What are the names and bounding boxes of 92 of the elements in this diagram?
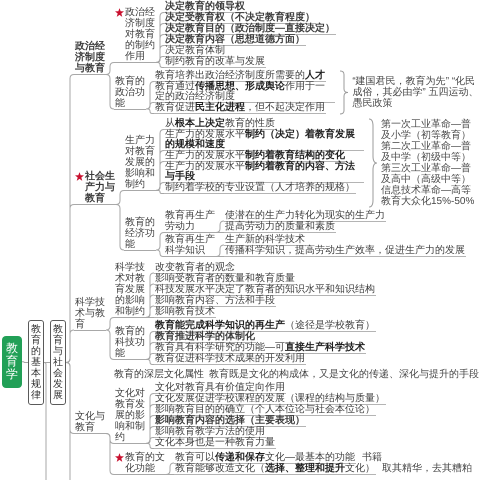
topic: 政治经济制度与教育 [74, 41, 106, 75]
leaf-topic: 文化对教育具有价值定向作用 [154, 383, 286, 394]
connector-line [156, 56, 164, 63]
leaf-topic: 影响教育教学方法的使用 [154, 427, 266, 438]
topic: 生产力对教育发展的影响和制约 [124, 135, 156, 191]
topic-text: 政治经济制度对教育的制约作用 [125, 7, 155, 62]
leaf-topic: 教育通过传播思想、形成舆论作用于一定的政治经济制度 [154, 82, 336, 103]
leaf-topic: 决定教育体制 [164, 46, 226, 57]
connector-line [216, 232, 224, 233]
leaf-topic: 教育推进科学的体制化 [154, 332, 256, 343]
connector-line [66, 362, 70, 480]
leaf-topic: 制约着学校的专业设置（人才培养的规格） [164, 183, 356, 194]
leaf-topic: 教育可以传递和保存文化—最基本的功能 [174, 452, 356, 464]
connector-line [166, 462, 174, 475]
leaf-topic: 科技发展水平决定了教育者的知识水平和知识结构 [154, 284, 376, 296]
topic [114, 7, 156, 63]
note-text: 第三次工业革命—普及高中（高级中等） [381, 163, 472, 185]
side-note: 书籍 [362, 453, 382, 463]
connector-line [146, 353, 154, 360]
leaf-topic: 影响教育内容的选择（主要表现） [154, 416, 306, 427]
leaf-topic: 生产力的发展水平制约着教育的内容、方法与手段 [164, 162, 364, 183]
note-text: 第二次工业革命—普及中学（初级中等） [381, 141, 472, 163]
connector-line [106, 317, 114, 330]
leaf-topic: 教育具有科学研究的功能—可直接生产科学技术 [154, 343, 366, 354]
topic: 教育再生产劳动力 [164, 210, 216, 233]
connector-line [22, 361, 28, 363]
connector-line [106, 330, 114, 360]
topic-box: 教育与社会发展 [50, 320, 66, 405]
topic: 教育再生产科学知识 [164, 234, 216, 257]
topic [74, 171, 116, 205]
connector-line [106, 433, 114, 475]
connector-line [146, 443, 154, 449]
topic-box: 教育的基本规律 [28, 320, 44, 405]
topic: 科学技术与教育 [74, 296, 106, 330]
leaf-topic: 文化发展促进学校课程的发展（课程的结构与质量） [154, 394, 386, 405]
note-text: 第一次工业革命—普及小学（初等教育） [381, 119, 472, 141]
connector-line [166, 474, 174, 475]
connector-line [146, 342, 154, 360]
leaf-topic: 改变教育者的观念 [154, 262, 236, 274]
connector-line [156, 250, 164, 257]
topic [114, 452, 166, 475]
connector-line [146, 437, 154, 444]
leaf-topic: 生产新的科学技术 [224, 234, 306, 246]
connector-line [106, 62, 114, 75]
topic: 文化与教育 [74, 411, 106, 434]
connector-line [156, 45, 164, 63]
connector-line [216, 256, 224, 257]
leaf-topic: 教育能够改造文化（选择、整理和提升文化） [174, 464, 376, 474]
connector-line [146, 108, 154, 114]
connector-line [156, 62, 164, 68]
side-note: 取其精华，去其糟粕 [382, 464, 472, 474]
connector-line [66, 330, 74, 363]
connector-line [146, 426, 154, 444]
leaf-topic: 提高劳动力的质量和素质 [224, 222, 336, 232]
topic: 文化对教育发展的影响和制约 [114, 388, 146, 444]
leaf-topic: 使潜在的生产力转化为现实的生产力 [224, 210, 386, 222]
connector-line [146, 306, 154, 318]
topic-text: 教育的文化功能 [125, 452, 165, 474]
topic: 教育的政治功能 [114, 76, 146, 110]
note-text: “建国君民，教育为先” “化民成俗，其必由学” 五四运动、愚民政策 [352, 76, 480, 109]
topic: 科学技术对教育发展的影响和制约 [114, 262, 146, 318]
connector-line [44, 362, 46, 480]
leaf-topic: 从根本上决定教育的性质 [164, 119, 276, 130]
leaf-topic: 教育促进科学技术成果的开发利用 [154, 354, 306, 365]
topic: 教育的经济功能 [124, 216, 156, 250]
leaf-topic: 教育培养出政治经济制度所需要的人才 [154, 71, 326, 82]
leaf-topic: 教育促进民主化进程，但不起决定作用 [154, 103, 326, 114]
connector-line [116, 204, 124, 250]
connector-line [216, 220, 224, 233]
note-text: 信息技术革命—高等教育大众化15%-50% [381, 185, 476, 207]
connector-line [146, 102, 154, 110]
leaf-topic: 影响教育内容、方法和手段 [154, 296, 276, 306]
leaf-topic: 传播科学知识，提高劳动生产效率，促进生产力的发展 [224, 246, 466, 256]
connector-line [106, 74, 114, 110]
connector-line [156, 182, 164, 191]
leaf-topic: 影响教育技术 [154, 306, 216, 318]
root-topic: 教育学 [2, 336, 22, 388]
leaf-topic: 制约教育的改革与发展 [164, 57, 266, 68]
topic-text: 社会生产力与教育 [85, 171, 115, 204]
topic-text: 教育的深层文化属性 [114, 370, 204, 380]
connector-line [116, 190, 124, 205]
connector-line [216, 244, 224, 257]
leaf-topic: 决定教育内容（思想道德方面） [164, 35, 306, 46]
leaf-topic: 文化本身也是一种教育力量 [154, 438, 276, 449]
connector-line [146, 359, 154, 365]
connector-line [146, 317, 154, 318]
note-text: 教育既是文化的构成体，又是文化的传递、深化与提升的手段 [209, 370, 479, 380]
leaf-topic: 影响受教育者的数量和教育质量 [154, 274, 296, 284]
connector-line [156, 232, 164, 250]
topic: 教育的科技功能 [114, 326, 146, 360]
connector-line [146, 81, 154, 110]
connector-line [156, 190, 164, 194]
